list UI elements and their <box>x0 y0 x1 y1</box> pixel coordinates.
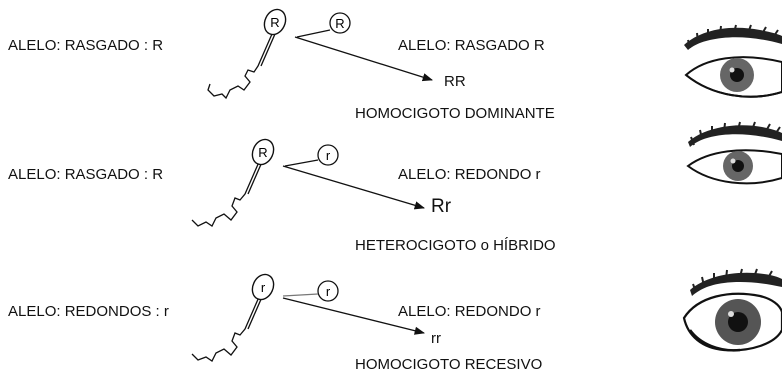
connector-line-1 <box>296 29 331 38</box>
genotype-label-2: Rr <box>431 196 452 217</box>
sperm-allele-3: r <box>261 280 266 295</box>
fertilization-arrow-2 <box>282 165 425 210</box>
right-allele-label-1: ALELO: RASGADO R <box>398 37 545 54</box>
sperm-icon-1: R <box>207 8 287 100</box>
egg-icon-1: R <box>329 12 351 34</box>
egg-icon-3: r <box>317 280 339 302</box>
almond-eye-icon <box>684 24 782 98</box>
fertilization-arrow-3 <box>282 297 426 335</box>
round-eye-icon <box>682 268 782 352</box>
left-allele-label-2: ALELO: RASGADO : R <box>8 166 164 183</box>
egg-allele-1: R <box>335 16 344 31</box>
sperm-icon-2: R <box>191 138 275 227</box>
right-allele-label-2: ALELO: REDONDO r <box>398 166 541 183</box>
almond-eye-icon <box>686 121 782 185</box>
zygosity-label-2: HETEROCIGOTO o HÍBRIDO <box>355 237 556 254</box>
genotype-label-3: rr <box>431 330 441 347</box>
sperm-allele-2: R <box>258 145 267 160</box>
connector-line-2 <box>284 159 319 167</box>
egg-icon-2: r <box>317 144 339 166</box>
fertilization-arrow-1 <box>294 36 433 82</box>
genotype-label-1: RR <box>444 73 466 90</box>
sperm-icon-3: r <box>191 273 275 362</box>
egg-allele-3: r <box>326 284 331 299</box>
right-allele-label-3: ALELO: REDONDO r <box>398 303 541 320</box>
zygosity-label-3: HOMOCIGOTO RECESIVO <box>355 356 543 373</box>
zygosity-label-1: HOMOCIGOTO DOMINANTE <box>355 105 555 122</box>
egg-allele-2: r <box>326 148 331 163</box>
left-allele-label-1: ALELO: RASGADO : R <box>8 37 164 54</box>
connector-line-3 <box>282 293 319 297</box>
left-allele-label-3: ALELO: REDONDOS : r <box>8 303 169 320</box>
sperm-allele-1: R <box>270 15 279 30</box>
